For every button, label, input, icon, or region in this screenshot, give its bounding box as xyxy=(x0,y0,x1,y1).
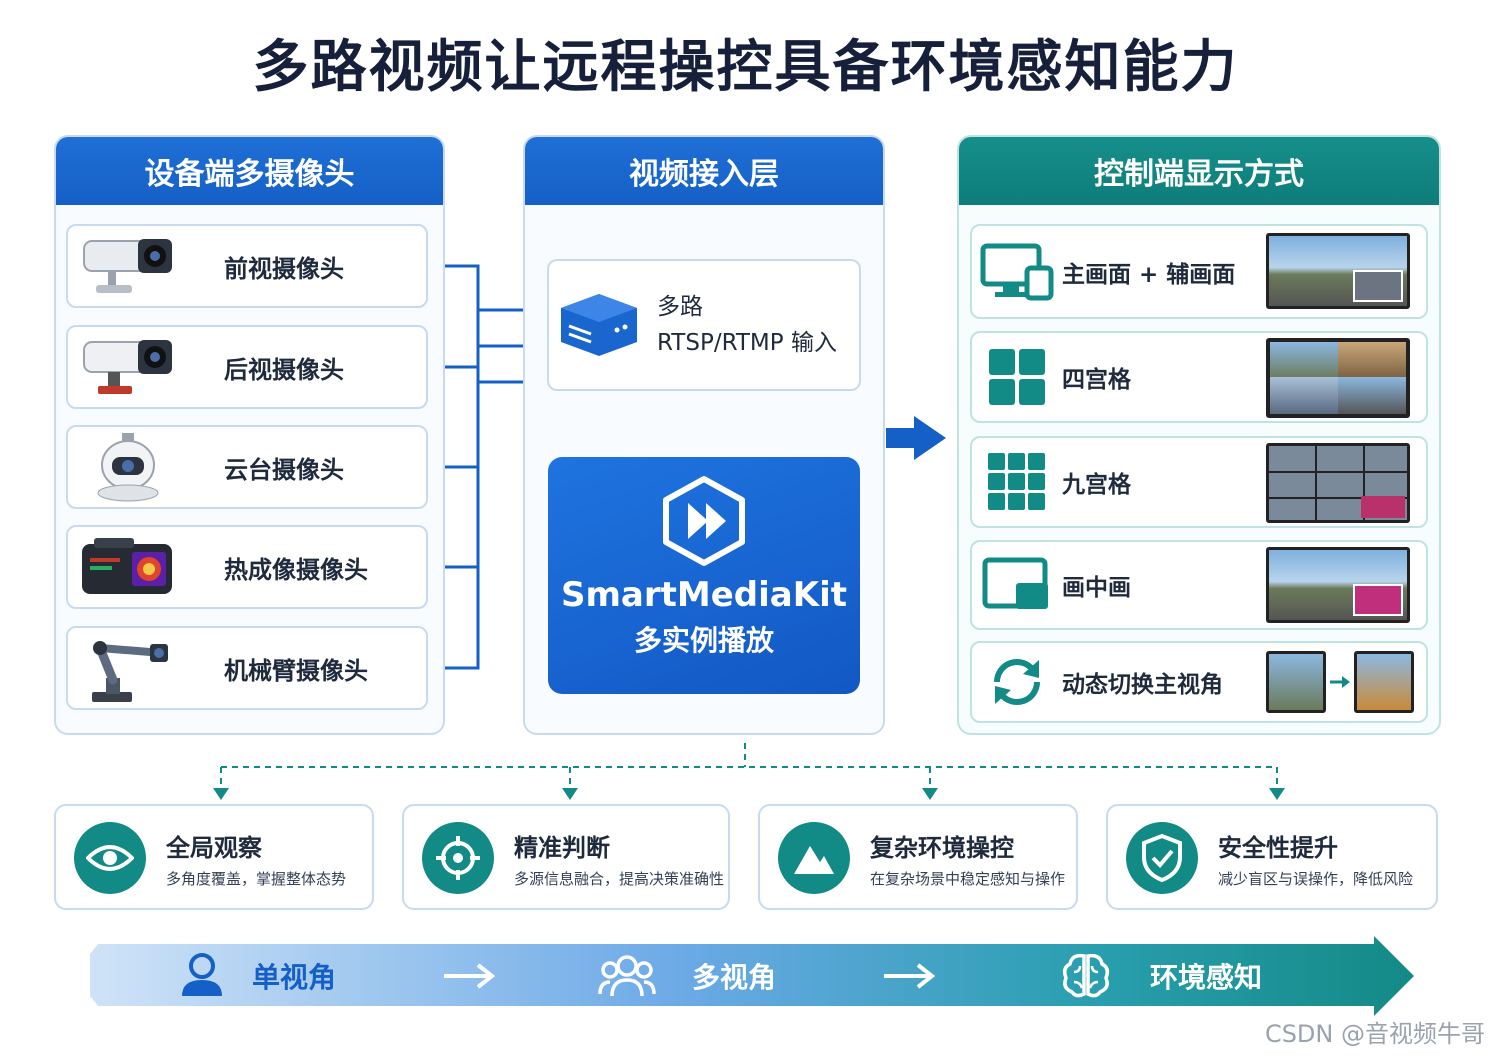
mountain-icon xyxy=(778,822,850,894)
camera-label: 机械臂摄像头 xyxy=(224,656,368,685)
device-panel-header: 设备端多摄像头 xyxy=(56,137,443,205)
benefit-card-safety: 安全性提升 减少盲区与误操作，降低风险 xyxy=(1106,804,1438,910)
eye-icon xyxy=(74,822,146,894)
camera-item-ptz: 云台摄像头 xyxy=(66,425,428,509)
picture-in-picture-icon xyxy=(972,557,1062,613)
switch-thumbnail-before xyxy=(1266,651,1326,713)
mode-label: 主画面 + 辅画面 xyxy=(1062,261,1236,288)
bullet-camera-icon xyxy=(68,226,188,306)
kit-subtitle: 多实例播放 xyxy=(633,624,774,657)
benefit-title: 精准判断 xyxy=(514,834,610,862)
camera-item-thermal: 热成像摄像头 xyxy=(66,525,428,609)
progression-label-single: 单视角 xyxy=(252,961,337,994)
target-icon xyxy=(422,822,494,894)
switch-thumbnail-after xyxy=(1354,651,1414,713)
mode-dynamic-switch: 动态切换主视角 xyxy=(970,641,1428,723)
benefit-card-global: 全局观察 多角度覆盖，掌握整体态势 xyxy=(54,804,374,910)
refresh-icon xyxy=(972,654,1062,710)
benefit-desc: 在复杂场景中稳定感知与操作 xyxy=(870,870,1066,888)
arrow-right-icon xyxy=(1330,676,1350,688)
access-panel-header: 视频接入层 xyxy=(525,137,883,205)
kit-name: SmartMediaKit xyxy=(561,575,847,615)
camera-item-robot-arm: 机械臂摄像头 xyxy=(66,626,428,710)
camera-label: 热成像摄像头 xyxy=(224,555,368,584)
camera-label: 后视摄像头 xyxy=(224,355,344,384)
arrow-right-icon xyxy=(444,963,496,989)
camera-item-rear: 后视摄像头 xyxy=(66,325,428,409)
arrow-right-icon xyxy=(884,963,936,989)
benefit-title: 安全性提升 xyxy=(1218,834,1338,862)
rtsp-input-box: 多路 RTSP/RTMP 输入 xyxy=(547,259,861,391)
rear-camera-icon xyxy=(68,327,188,407)
watermark: CSDN @音视频牛哥 xyxy=(1264,1020,1485,1048)
benefit-title: 全局观察 xyxy=(166,834,262,862)
ptz-camera-icon xyxy=(68,427,188,507)
main-sub-thumbnail xyxy=(1266,233,1410,309)
benefit-card-judgement: 精准判断 多源信息融合，提高决策准确性 xyxy=(402,804,730,910)
four-grid-thumbnail xyxy=(1266,338,1410,418)
server-box-icon xyxy=(549,290,649,360)
user-icon xyxy=(182,953,222,996)
monitor-devices-icon xyxy=(972,242,1062,302)
mode-label: 九宫格 xyxy=(1062,472,1131,498)
nine-grid-icon xyxy=(972,451,1062,513)
nine-grid-thumbnail xyxy=(1266,443,1410,523)
mode-label: 动态切换主视角 xyxy=(1062,672,1223,698)
camera-label: 云台摄像头 xyxy=(224,455,344,484)
benefit-title: 复杂环境操控 xyxy=(870,834,1014,862)
progression-label-multi: 多视角 xyxy=(692,961,777,994)
brain-icon xyxy=(1062,953,1110,998)
robot-arm-camera-icon xyxy=(68,628,188,708)
play-hexagon-icon xyxy=(548,475,860,567)
benefit-desc: 减少盲区与误操作，降低风险 xyxy=(1218,870,1414,888)
benefit-desc: 多源信息融合，提高决策准确性 xyxy=(514,870,725,888)
input-line-2: RTSP/RTMP 输入 xyxy=(657,330,837,356)
mode-label: 四宫格 xyxy=(1062,367,1131,393)
input-line-1: 多路 xyxy=(657,294,703,320)
main-title: 多路视频让远程操控具备环境感知能力 xyxy=(252,35,1239,100)
mode-label: 画中画 xyxy=(1062,575,1131,601)
shield-check-icon xyxy=(1126,822,1198,894)
display-panel-header: 控制端显示方式 xyxy=(959,137,1439,205)
users-icon xyxy=(598,955,656,997)
camera-label: 前视摄像头 xyxy=(224,254,344,283)
progression-label-env: 环境感知 xyxy=(1150,961,1263,994)
benefit-card-complex-env: 复杂环境操控 在复杂场景中稳定感知与操作 xyxy=(758,804,1078,910)
thermal-camera-icon xyxy=(68,527,188,607)
four-grid-icon xyxy=(972,347,1062,407)
benefit-desc: 多角度覆盖，掌握整体态势 xyxy=(166,870,347,888)
camera-item-front: 前视摄像头 xyxy=(66,224,428,308)
smartmediakit-box: SmartMediaKit 多实例播放 xyxy=(548,457,860,694)
pip-thumbnail xyxy=(1266,547,1410,623)
